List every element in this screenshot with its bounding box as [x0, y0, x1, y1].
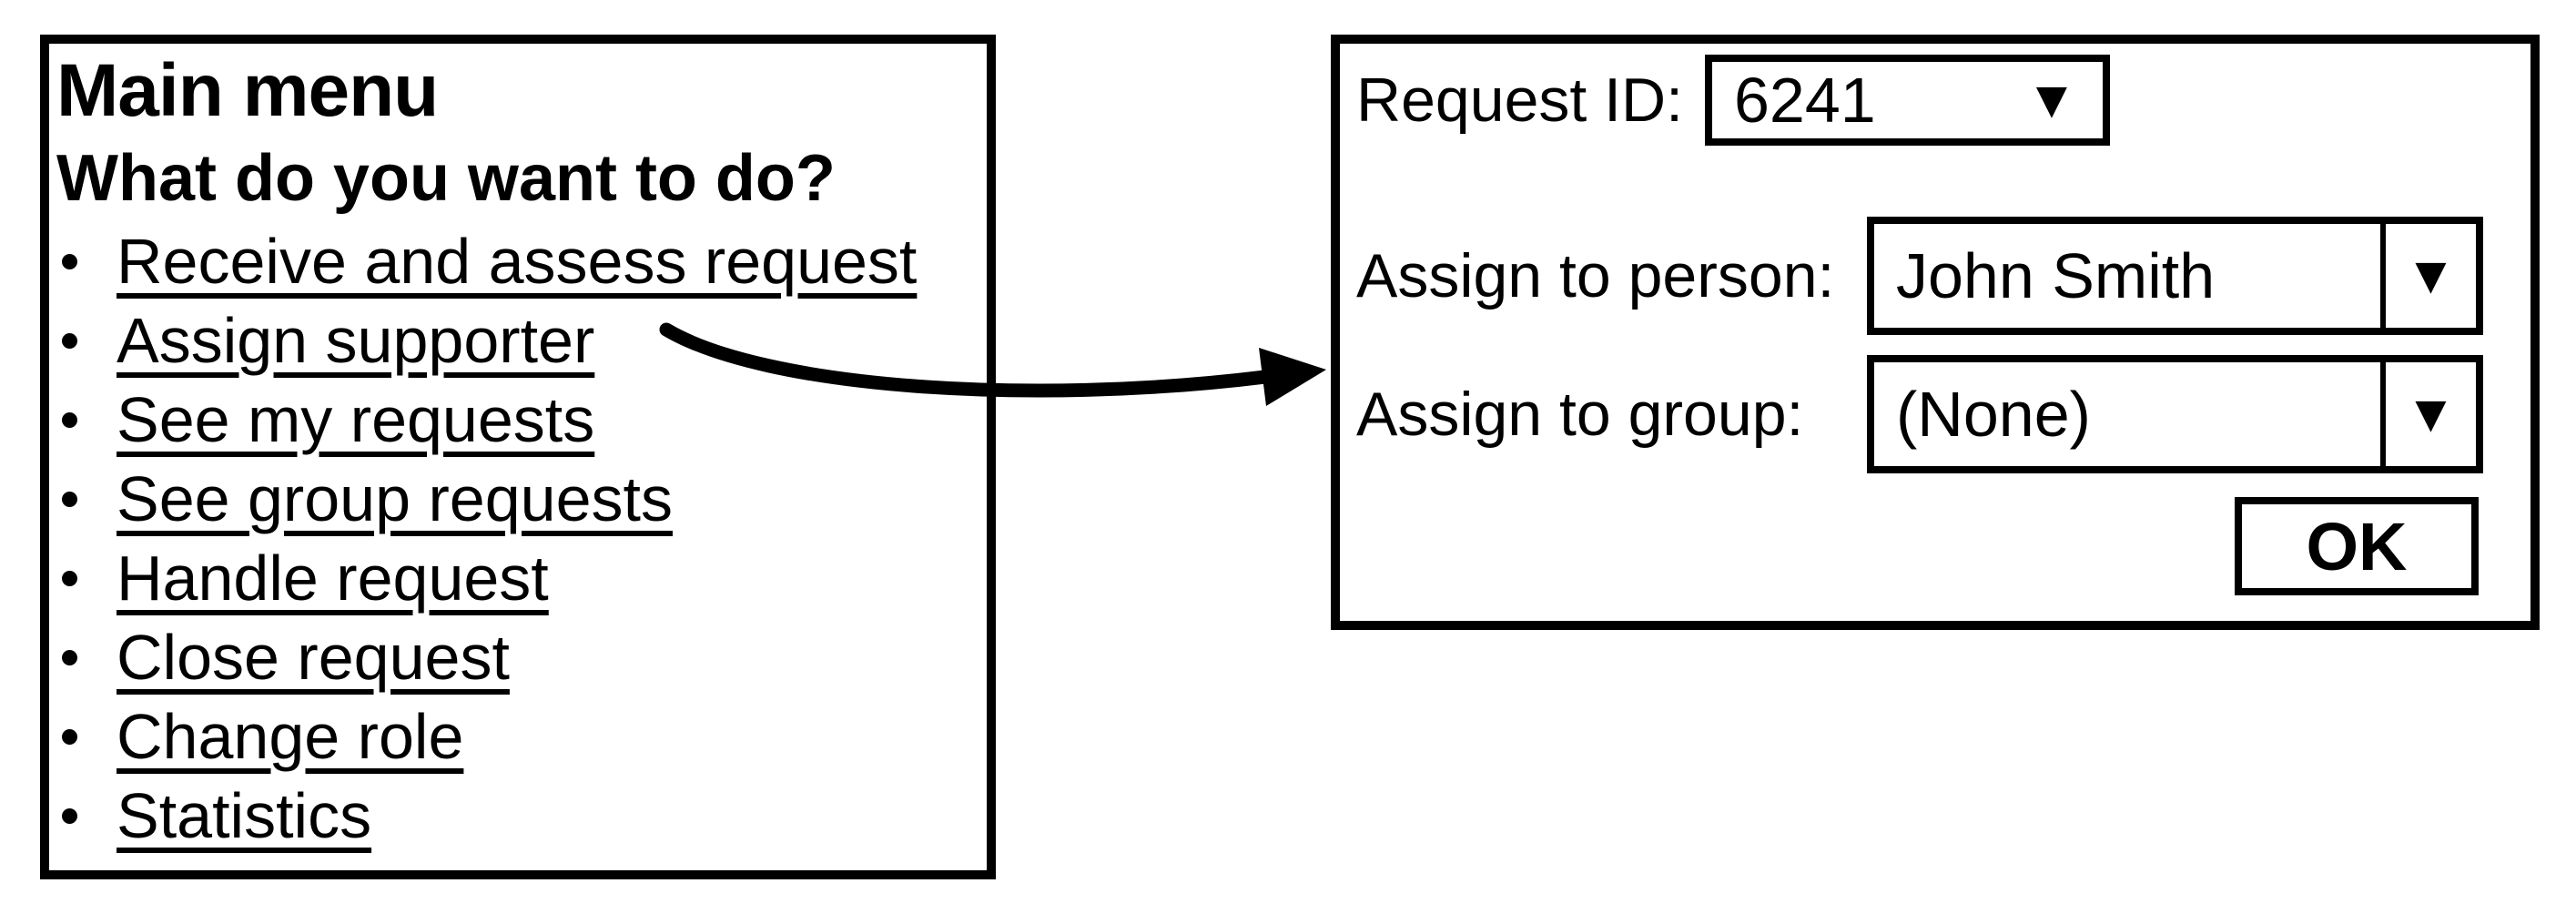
dropdown-arrow-icon[interactable]: ▼ — [2380, 362, 2476, 466]
dropdown-arrow-icon[interactable]: ▼ — [2380, 224, 2476, 328]
menu-item: Change role — [56, 697, 979, 777]
bullet-icon — [62, 333, 77, 349]
bullet-icon — [62, 650, 77, 665]
assign-to-group-label: Assign to group: — [1356, 380, 1804, 449]
bullet-icon — [62, 808, 77, 824]
assign-to-person-value: John Smith — [1896, 240, 2216, 311]
flow-arrow — [659, 322, 1326, 406]
request-id-dropdown[interactable]: 6241 ▼ — [1705, 55, 2110, 146]
menu-link-change-role[interactable]: Change role — [117, 701, 464, 772]
menu-item: Statistics — [56, 777, 979, 856]
bullet-icon — [62, 729, 77, 745]
menu-item: See my requests — [56, 381, 979, 460]
bullet-icon — [62, 571, 77, 586]
menu-item: Close request — [56, 618, 979, 697]
menu-item: Handle request — [56, 539, 979, 618]
menu-item: Receive and assess request — [56, 222, 979, 301]
request-id-label: Request ID: — [1356, 66, 1684, 135]
request-id-value: 6241 — [1734, 65, 1876, 136]
dropdown-arrow-icon[interactable]: ▼ — [2025, 70, 2078, 129]
menu-link-handle-request[interactable]: Handle request — [117, 543, 549, 614]
menu-list: Receive and assess request Assign suppor… — [56, 222, 979, 856]
flow-arrowhead-icon — [1259, 348, 1326, 406]
assign-to-group-dropdown[interactable]: (None) ▼ — [1867, 355, 2483, 473]
menu-link-receive-and-assess-request[interactable]: Receive and assess request — [117, 226, 918, 297]
flow-arrow-shaft — [659, 322, 1273, 398]
assign-supporter-dialog: Request ID: 6241 ▼ Assign to person: Joh… — [1331, 35, 2540, 630]
menu-link-see-my-requests[interactable]: See my requests — [117, 384, 595, 455]
menu-link-see-group-requests[interactable]: See group requests — [117, 463, 673, 534]
assign-to-group-value: (None) — [1896, 379, 2091, 450]
menu-link-close-request[interactable]: Close request — [117, 622, 510, 693]
menu-subtitle: What do you want to do? — [56, 142, 836, 215]
main-menu-panel: Main menu What do you want to do? Receiv… — [40, 35, 996, 879]
menu-title: Main menu — [56, 49, 439, 132]
assign-to-person-dropdown[interactable]: John Smith ▼ — [1867, 217, 2483, 335]
bullet-icon — [62, 492, 77, 507]
assign-to-person-label: Assign to person: — [1356, 241, 1835, 310]
menu-item: Assign supporter — [56, 301, 979, 381]
menu-item: See group requests — [56, 460, 979, 539]
bullet-icon — [62, 254, 77, 269]
menu-link-statistics[interactable]: Statistics — [117, 780, 372, 851]
bullet-icon — [62, 412, 77, 428]
menu-link-assign-supporter[interactable]: Assign supporter — [117, 305, 595, 376]
ok-button[interactable]: OK — [2235, 497, 2479, 595]
